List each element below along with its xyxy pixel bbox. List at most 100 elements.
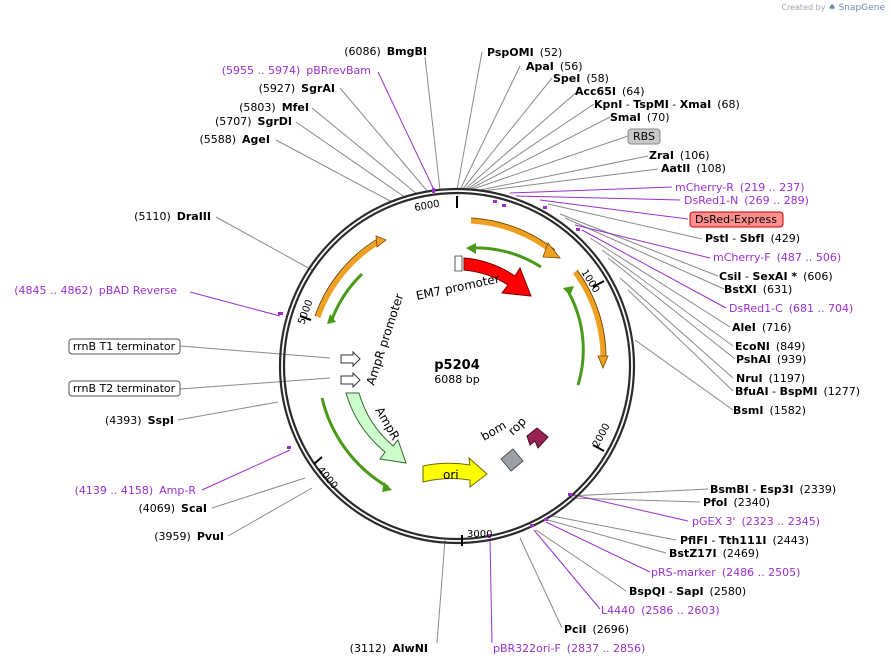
primer-pbr322ori-f: pBR322ori-F(2837 .. 2856)	[493, 642, 645, 655]
em7-promoter-arrow	[463, 257, 532, 297]
orf-green-arrowheads	[327, 243, 574, 492]
site-scai: (4069)ScaI	[138, 502, 207, 515]
ori-arrow	[422, 456, 488, 489]
rrnb-t2-box	[68, 380, 181, 397]
leader-t1	[179, 345, 331, 359]
leader-sspi	[177, 401, 279, 421]
site-mfei: (5803)MfeI	[239, 101, 309, 114]
leader-pflfi	[551, 515, 677, 541]
plasmid-name: p5204	[434, 358, 480, 373]
site-alei: AleI(716)	[732, 321, 791, 334]
ampr-arrow	[345, 392, 407, 464]
primer-l4440: L4440(2586 .. 2603)	[601, 604, 720, 617]
right-sites: PspOMI(52) ApaI(56) SpeI(58) Acc65I(64) …	[487, 46, 860, 636]
rrnb-t2-terminator-shape	[340, 371, 361, 389]
em7-promoter-label: EM7 promoter	[415, 272, 501, 303]
mark-l4440	[530, 524, 534, 527]
leader-scai	[211, 477, 306, 509]
site-zrai: ZraI(106)	[649, 149, 710, 162]
leader-dsred1-c	[581, 229, 727, 309]
site-pspomi: PspOMI(52)	[487, 46, 562, 59]
rbs-marker	[454, 255, 463, 272]
orf-green-right	[567, 292, 585, 386]
leader-csii	[559, 213, 719, 277]
leader-bspqi	[535, 529, 627, 592]
orf-green-bottom	[320, 397, 389, 489]
site-sgrdi: (5707)SgrDI	[215, 115, 292, 128]
primer-mcherry-r: mCherry-R(219 .. 237)	[675, 181, 804, 194]
site-pvui: (3959)PvuI	[154, 530, 224, 543]
site-pfoi: PfoI(2340)	[703, 496, 770, 509]
site-bsmi: BsmI(1582)	[733, 404, 806, 417]
rrnb-t1-box	[68, 338, 181, 355]
site-agei: (5588)AgeI	[199, 133, 270, 146]
mark-pbad	[278, 312, 283, 315]
site-bmgbi: (6086)BmgBI	[344, 45, 427, 58]
site-bspqi: BspQI - SapI(2580)	[629, 585, 746, 598]
rbs-box	[627, 128, 661, 145]
leader-aatii	[481, 168, 659, 192]
leader-pbadrev	[189, 291, 281, 317]
site-bstxi: BstXI(631)	[724, 283, 792, 296]
leader-mfei	[311, 107, 418, 195]
leader-pvui	[227, 487, 313, 537]
site-aatii: AatII(108)	[661, 162, 726, 175]
leader-bfuai	[627, 289, 734, 392]
leader-kpni	[465, 103, 595, 191]
site-leader-lines	[177, 51, 736, 644]
site-kpni: KpnI - TspMI - XmaI(68)	[594, 98, 740, 111]
primer-amp-r: (4139 .. 4158)Amp-R	[75, 484, 197, 497]
mark-pbrrevbam	[432, 188, 435, 193]
primer-pbad-reverse: (4845 .. 4862)pBAD Reverse	[14, 284, 177, 297]
site-draiii: (5110)DraIII	[134, 210, 211, 223]
leader-t2	[179, 377, 331, 390]
orf-orange-right	[572, 270, 606, 359]
primer-marks	[278, 188, 580, 538]
rrnb-t1-terminator-shape	[340, 350, 361, 368]
rop-label: rop	[505, 414, 529, 438]
leader-apai	[459, 65, 521, 191]
tick-4000	[313, 456, 323, 465]
mark-dsred1-c	[576, 228, 580, 231]
leader-mcherry-r	[509, 186, 673, 194]
mark-mcherry-f	[543, 206, 547, 209]
site-apai: ApaI(56)	[526, 60, 583, 73]
leader-pfoi	[567, 497, 701, 503]
leader-alwni	[436, 539, 446, 644]
leader-nrui	[619, 277, 734, 379]
mark-dsred1-n	[502, 204, 506, 207]
leader-alei	[589, 237, 731, 328]
site-sspi: (4393)SspI	[105, 414, 174, 427]
rbs-label: RBS	[633, 130, 655, 143]
mark-ampr	[287, 446, 291, 449]
snapgene-credit: Created by ♠ SnapGene	[781, 3, 885, 13]
tick-label-3000: 3000	[467, 529, 492, 540]
snapgene-logo: ♠	[827, 3, 837, 13]
leader-spei	[461, 77, 553, 191]
primer-mcherry-f: mCherry-F(487 .. 506)	[713, 251, 841, 264]
leader-pbrrevbam	[377, 71, 435, 191]
leader-bstxi	[564, 217, 725, 290]
leader-pgex3	[569, 493, 689, 522]
orf-orange-arrowheads	[375, 235, 609, 370]
tick-5000	[299, 315, 312, 321]
site-acc65i: Acc65I(64)	[575, 85, 645, 98]
leader-acc65i	[463, 90, 579, 191]
leader-sgrai	[339, 87, 429, 193]
leader-draiii	[215, 216, 313, 271]
primer-prs-marker: pRS-marker(2486 .. 2505)	[651, 566, 800, 579]
tick-marks	[299, 196, 605, 546]
primer-pbrrevbam: (5955 .. 5974)pBRrevBam	[222, 64, 371, 77]
leader-zrai	[479, 155, 649, 191]
right-primers: mCherry-R(219 .. 237) DsRed1-N(269 .. 28…	[493, 181, 853, 655]
site-econi: EcoNI(849)	[735, 340, 805, 353]
rrnb-t1-label: rrnB T1 terminator	[73, 340, 176, 353]
leader-bmgbi	[424, 56, 441, 191]
rop-arrow	[526, 427, 549, 449]
left-sites: (6086)BmgBI (5927)SgrAI (5803)MfeI (5707…	[105, 45, 428, 655]
site-sgrai: (5927)SgrAI	[259, 82, 335, 95]
orf-orange-left	[315, 238, 382, 318]
leader-dsred1-n	[515, 195, 681, 201]
primer-dsred1-n: DsRed1-N(269 .. 289)	[684, 194, 809, 207]
